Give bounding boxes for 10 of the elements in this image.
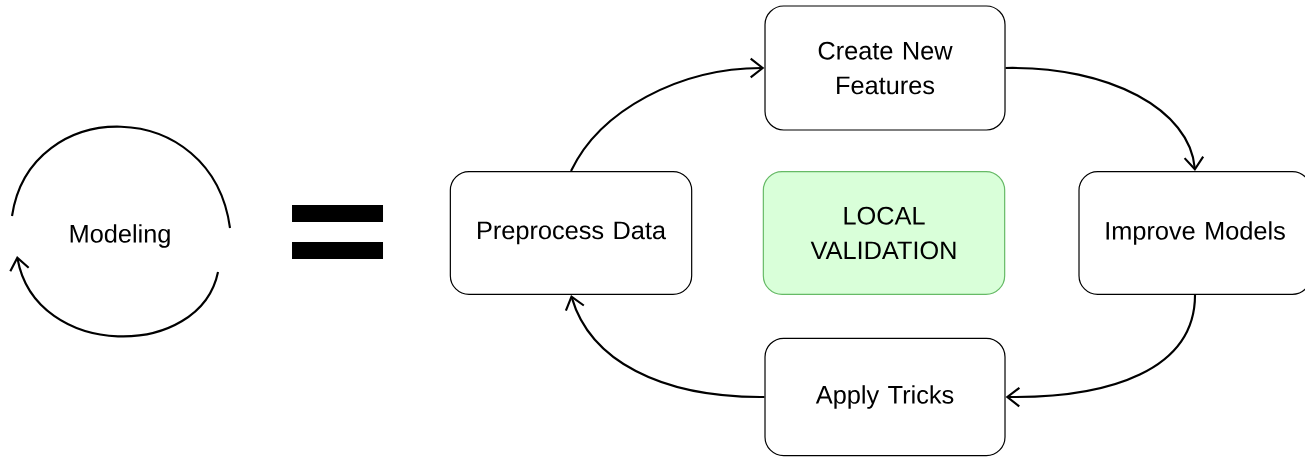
- process-box: Create New Features: [764, 5, 1006, 131]
- process-box: LOCAL VALIDATION: [762, 171, 1006, 295]
- arrow: [1005, 294, 1197, 408]
- cycle-label: Modeling: [70, 224, 170, 248]
- process-box: Apply Tricks: [764, 337, 1006, 457]
- process-box: Improve Models: [1078, 171, 1305, 295]
- arrow: [1005, 66, 1205, 172]
- arrow: [564, 294, 765, 399]
- process-box: Preprocess Data: [449, 171, 693, 295]
- arrow: [570, 57, 765, 172]
